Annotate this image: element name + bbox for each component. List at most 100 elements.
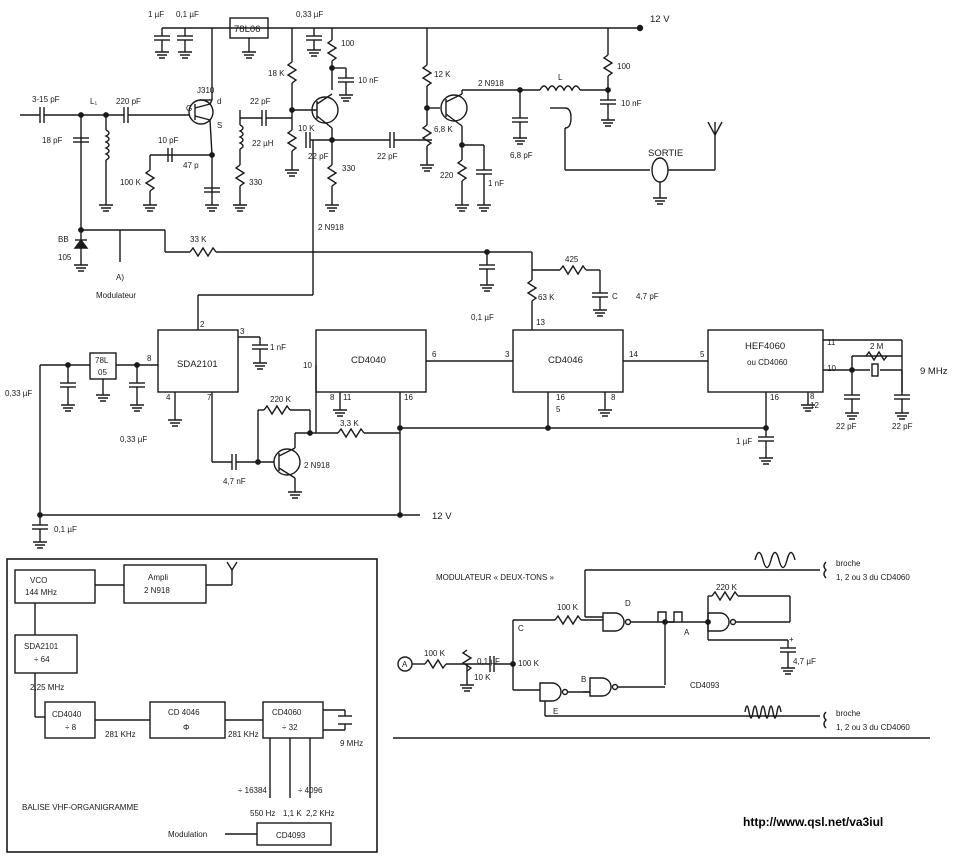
label-c220pF: 220 pF xyxy=(116,97,141,106)
label-r33k: 33 K xyxy=(190,235,207,244)
label-r330-b: 330 xyxy=(342,164,356,173)
mod-broche1a: broche xyxy=(836,559,861,568)
mod-r10k: 10 K xyxy=(474,673,491,682)
label-r100k-a: 100 K xyxy=(120,178,142,187)
label-c-1uF: 1 µF xyxy=(148,10,164,19)
label-r100-b: 100 xyxy=(617,62,631,71)
organigram-box xyxy=(6,558,378,853)
mod-r100k-c: 100 K xyxy=(518,659,540,668)
label-L1: L₁ xyxy=(90,97,97,106)
label-c22pF-b: 22 pF xyxy=(308,152,329,161)
mod-ic: CD4093 xyxy=(690,681,720,690)
label-pin8c: 8 xyxy=(611,393,616,402)
ground-symbols xyxy=(74,49,667,317)
label-pin8d: 8 xyxy=(810,392,815,401)
org-vco-freq: 144 MHz xyxy=(25,588,57,597)
label-c4-7nF: 4,7 nF xyxy=(223,477,246,486)
org-f281a: 281 KHz xyxy=(105,730,136,739)
label-A: A) xyxy=(116,273,124,282)
label-pin3: 3 xyxy=(240,327,245,336)
label-reg2b: 05 xyxy=(98,368,107,377)
label-pin5: 5 xyxy=(700,350,705,359)
org-modulation: Modulation xyxy=(168,830,207,839)
org-d16384: ÷ 16384 xyxy=(238,786,267,795)
label-r6-8k: 6,8 K xyxy=(434,125,453,134)
pll-labels: 425 0,1 µF 63 K C 4,7 pF 2 3 1 nF 13 SDA… xyxy=(5,255,948,534)
label-S: S xyxy=(217,121,222,130)
label-pin5b: 5 xyxy=(556,405,561,414)
label-c-01uF-a: 0,1 µF xyxy=(176,10,199,19)
org-f225: 2,25 MHz xyxy=(30,683,64,692)
label-reg-78l06: 78L06 xyxy=(234,24,260,35)
label-d: d xyxy=(217,97,221,106)
modulator-labels: MODULATEUR « DEUX-TONS » broche 1, 2 ou … xyxy=(402,559,910,732)
rf-labels: 1 µF 0,1 µF 78L06 0,33 µF 12 V 100 18 K … xyxy=(32,10,683,300)
pll-grounds xyxy=(33,362,909,549)
label-bb105: 105 xyxy=(58,253,72,262)
org-f22: 2,2 KHz xyxy=(306,809,334,818)
label-pin8b: 8 xyxy=(330,393,335,402)
org-d4096: ÷ 4096 xyxy=(298,786,323,795)
label-r2M: 2 M xyxy=(870,342,884,351)
label-G: G xyxy=(186,104,192,113)
label-q-mid: 2 N918 xyxy=(318,223,344,232)
label-pin4: 4 xyxy=(166,393,171,402)
org-cd4040-div: ÷ 8 xyxy=(65,723,77,732)
org-title: BALISE VHF-ORGANIGRAMME xyxy=(22,803,138,812)
org-ampli-q: 2 N918 xyxy=(144,586,170,595)
mod-broche1b: 1, 2 ou 3 du CD4060 xyxy=(836,573,910,582)
label-r63k: 63 K xyxy=(538,293,555,302)
label-sortie: SORTIE xyxy=(648,148,683,159)
org-f281b: 281 KHz xyxy=(228,730,259,739)
label-pin12: 12 xyxy=(810,401,819,410)
label-pin10b: 10 xyxy=(827,364,836,373)
mod-title: MODULATEUR « DEUX-TONS » xyxy=(436,573,554,582)
org-ampli: Ampli xyxy=(148,573,168,582)
label-L: L xyxy=(558,73,563,82)
mod-B: B xyxy=(581,675,586,684)
label-c1nF-a: 1 nF xyxy=(488,179,504,188)
label-r3-3k: 3,3 K xyxy=(340,419,359,428)
source-url: http://www.qsl.net/va3iul xyxy=(743,815,883,829)
label-12v-top: 12 V xyxy=(650,14,670,25)
label-9mhz: 9 MHz xyxy=(920,366,948,377)
label-L22uH: 22 µH xyxy=(252,139,274,148)
label-c01uF-c: 0,1 µF xyxy=(54,525,77,534)
label-c10nF-b: 10 nF xyxy=(621,99,642,108)
label-pin7: 7 xyxy=(207,393,212,402)
org-sda-div: ÷ 64 xyxy=(34,655,50,664)
org-f550: 550 Hz xyxy=(250,809,275,818)
label-J310: J310 xyxy=(197,86,215,95)
label-c22pF-e: 22 pF xyxy=(892,422,913,431)
label-modulateur: Modulateur xyxy=(96,291,136,300)
label-c-033uF-top: 0,33 µF xyxy=(296,10,323,19)
label-pin16c: 16 xyxy=(770,393,779,402)
label-r220k: 220 K xyxy=(270,395,292,404)
label-pin8: 8 xyxy=(147,354,152,363)
mod-c4-7uF: 4,7 µF xyxy=(793,657,816,666)
label-r330-a: 330 xyxy=(249,178,263,187)
label-q-low: 2 N918 xyxy=(304,461,330,470)
label-r18k: 18 K xyxy=(268,69,285,78)
label-c01uF-b: 0,1 µF xyxy=(471,313,494,322)
org-cd4046-phi: Φ xyxy=(183,723,189,732)
pll-wiring xyxy=(32,329,910,542)
label-cd4046: CD4046 xyxy=(548,355,583,366)
label-pin16: 16 xyxy=(404,393,413,402)
mod-C: C xyxy=(518,624,524,633)
mod-r100k-b: 100 K xyxy=(424,649,446,658)
mod-broche2b: 1, 2 ou 3 du CD4060 xyxy=(836,723,910,732)
label-cd4040: CD4040 xyxy=(351,355,386,366)
label-c22pF-a: 22 pF xyxy=(250,97,271,106)
label-12v-mid: 12 V xyxy=(432,511,452,522)
rf-wiring xyxy=(20,17,723,330)
org-cd4046: CD 4046 xyxy=(168,708,200,717)
org-sda: SDA2101 xyxy=(24,642,59,651)
label-c10pF: 10 pF xyxy=(158,136,179,145)
org-vco: VCO xyxy=(30,576,47,585)
label-or-cd4060: ou CD4060 xyxy=(747,358,788,367)
label-pin6: 6 xyxy=(432,350,437,359)
label-r12k: 12 K xyxy=(434,70,451,79)
label-pin13: 13 xyxy=(536,318,545,327)
label-r10k: 10 K xyxy=(298,124,315,133)
